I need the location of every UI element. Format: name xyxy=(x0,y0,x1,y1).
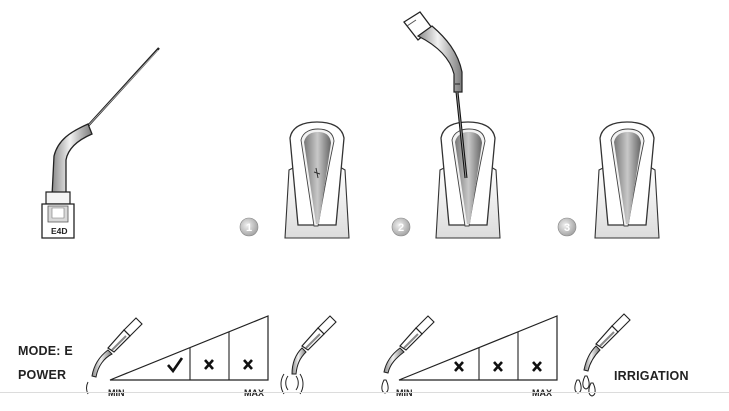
handpiece-drop-min-icon xyxy=(381,315,435,394)
power-min-label: MIN xyxy=(108,388,125,398)
cross-icon xyxy=(243,359,253,370)
step-badge xyxy=(239,217,259,237)
cross-icon xyxy=(493,361,503,372)
divider xyxy=(0,392,729,393)
power-label: POWER xyxy=(18,368,67,382)
step-badge xyxy=(557,217,577,237)
step-number: 1 xyxy=(246,222,252,234)
power-scale: MIN MAX xyxy=(86,315,337,398)
step-number: 3 xyxy=(564,222,570,234)
cross-icon xyxy=(532,361,542,372)
irrigation-label: IRRIGATION xyxy=(614,369,689,383)
tooth-diagram xyxy=(594,121,660,239)
water-drop-icon xyxy=(582,375,590,390)
endo-tip-e4d: E4D xyxy=(41,47,160,239)
step-number: 2 xyxy=(398,222,404,234)
tooth-diagram xyxy=(435,121,501,239)
tooth-diagram xyxy=(284,121,350,239)
check-icon xyxy=(167,357,184,374)
irrigation-max-label: MAX xyxy=(532,388,552,398)
cross-icon xyxy=(204,359,214,370)
step-badge xyxy=(391,217,411,237)
mode-label: MODE: E xyxy=(18,344,73,358)
ultrasonic-tip-in-canal xyxy=(403,11,468,179)
cross-icon xyxy=(454,361,464,372)
handpiece-drops-max-icon xyxy=(574,313,631,397)
water-drop-icon xyxy=(588,382,596,397)
irrigation-scale: MIN MAX xyxy=(381,313,631,398)
power-max-label: MAX xyxy=(244,388,264,398)
irrigation-min-label: MIN xyxy=(396,388,413,398)
step-3: 3 xyxy=(557,121,660,239)
step-1: 1 xyxy=(239,121,350,239)
tip-model-label: E4D xyxy=(51,226,68,236)
step-2: 2 xyxy=(391,11,501,239)
handpiece-max-icon xyxy=(280,315,337,395)
handpiece-min-icon xyxy=(86,317,143,395)
